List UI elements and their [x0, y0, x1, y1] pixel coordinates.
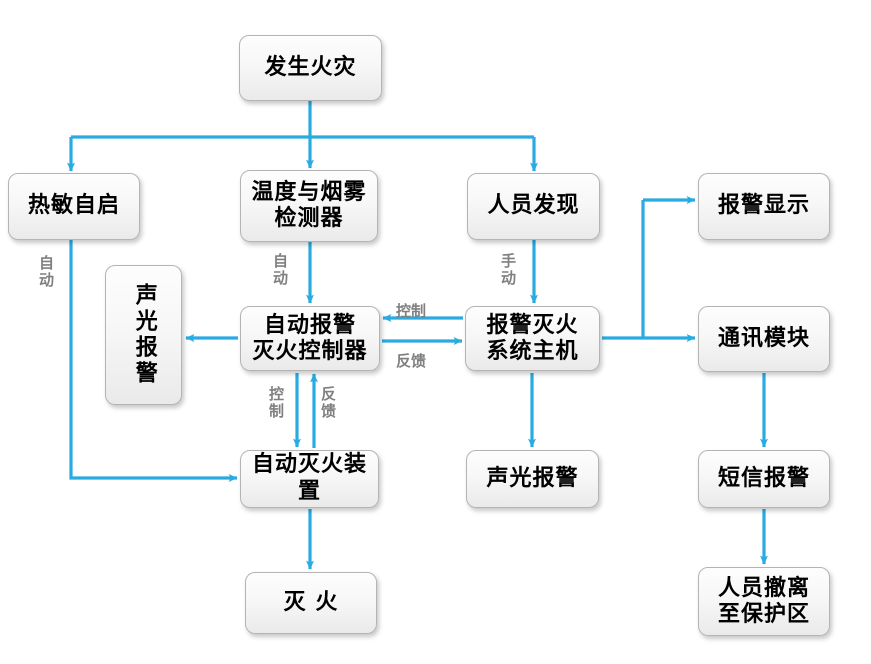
- node-fire-extinguished[interactable]: 灭 火: [245, 572, 377, 634]
- node-auto-alarm-extinguish-controller[interactable]: 自动报警灭火控制器: [240, 306, 380, 371]
- node-evacuate-to-protected-area[interactable]: 人员撤离至保护区: [698, 567, 830, 636]
- node-thermal-self-start[interactable]: 热敏自启: [8, 173, 140, 240]
- node-auto-extinguish-device[interactable]: 自动灭火装置: [240, 450, 379, 508]
- edge-label-feedback-horizontal: 反馈: [396, 352, 427, 370]
- node-sound-light-alarm-center[interactable]: 声光报警: [466, 450, 599, 508]
- edge-label-feedback-vertical: 反馈: [320, 385, 336, 420]
- node-fire[interactable]: 发生火灾: [239, 35, 382, 101]
- edge-label-auto-mid: 自动: [272, 252, 288, 287]
- edge-label-control-horizontal: 控制: [396, 302, 427, 320]
- node-sms-alarm[interactable]: 短信报警: [698, 450, 830, 508]
- node-communication-module[interactable]: 通讯模块: [698, 306, 830, 372]
- edge-label-manual: 手动: [500, 252, 516, 287]
- edge-label-auto-left: 自动: [38, 254, 54, 289]
- node-temperature-smoke-detector[interactable]: 温度与烟雾检测器: [240, 170, 378, 242]
- edge-label-control-vertical: 控制: [268, 385, 284, 420]
- node-alarm-display[interactable]: 报警显示: [698, 173, 830, 240]
- node-alarm-extinguish-system-host[interactable]: 报警灭火系统主机: [465, 306, 600, 371]
- node-sound-light-alarm-left[interactable]: 声光报警: [105, 265, 182, 405]
- node-person-discovery[interactable]: 人员发现: [467, 173, 600, 240]
